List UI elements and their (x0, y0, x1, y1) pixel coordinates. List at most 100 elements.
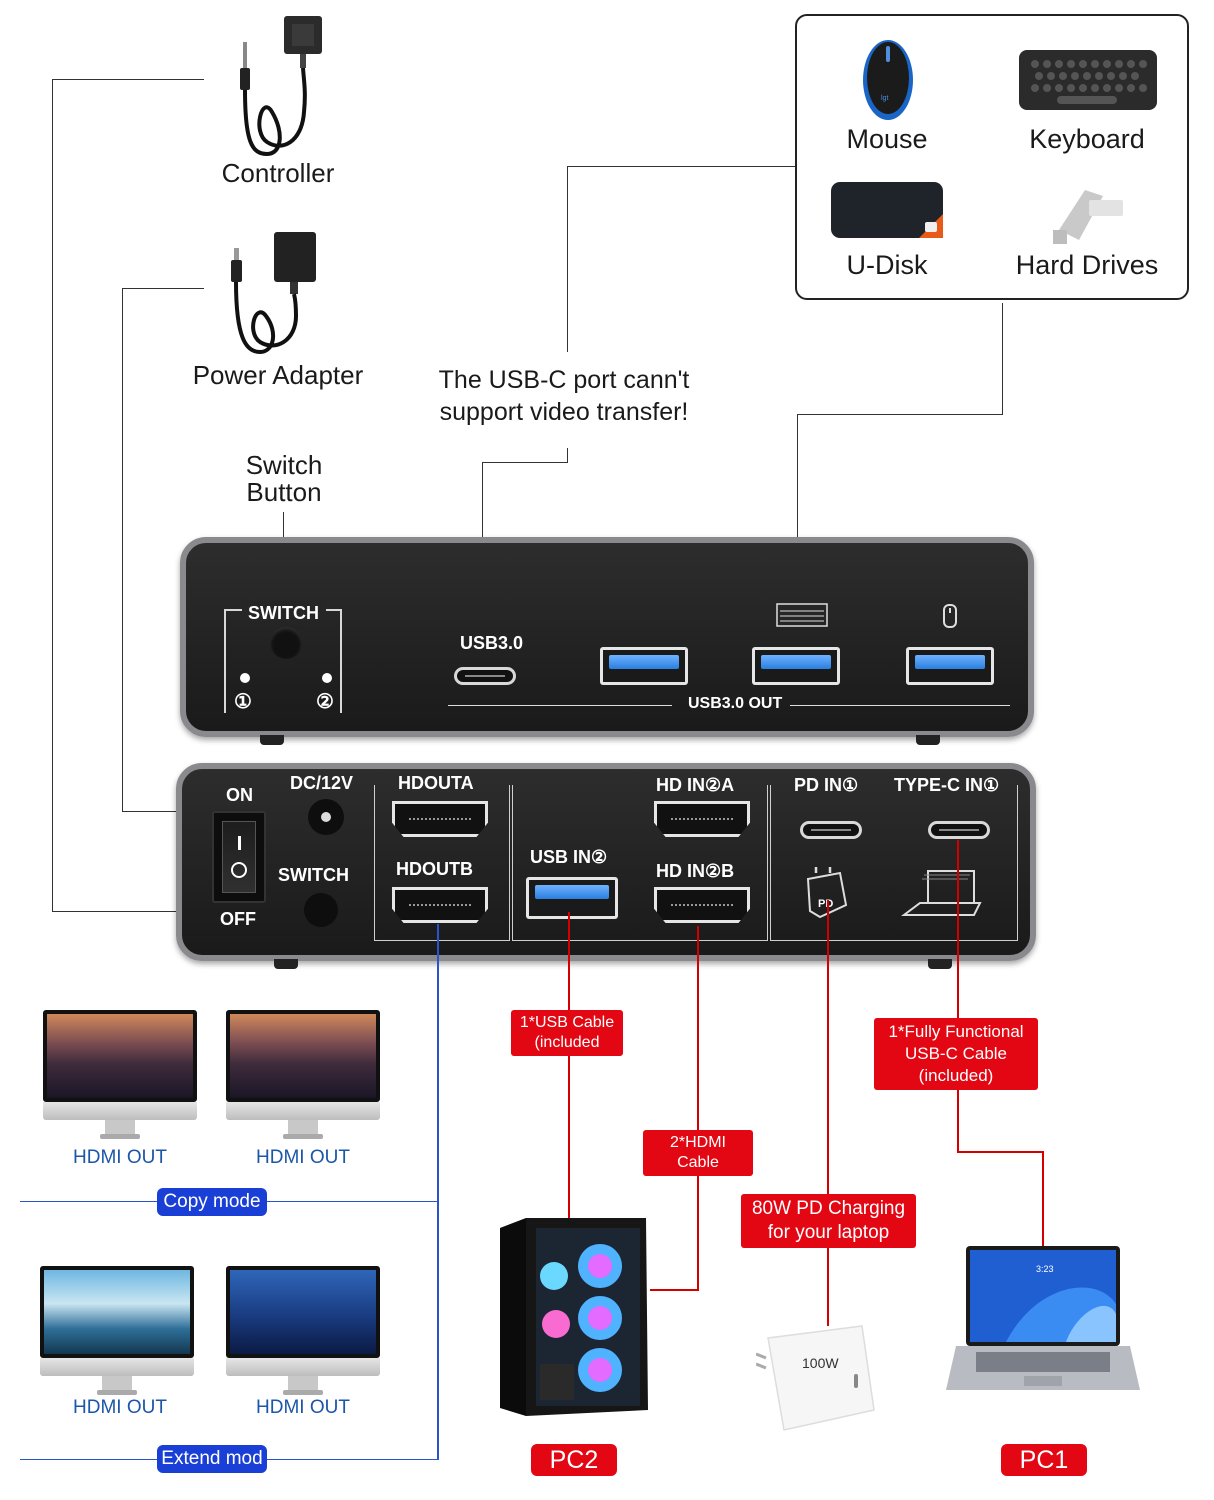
power-adapter-icon (231, 232, 316, 355)
typec-cable-line-vert (957, 840, 959, 1152)
hard-drives-label: Hard Drives (1015, 250, 1159, 280)
rear-foot-left (274, 959, 298, 969)
led-1 (240, 673, 250, 683)
hdout-group-box (374, 785, 510, 941)
peripherals-box: lgt Mouse Keyboard U-Disk Hard Drives (795, 14, 1189, 300)
typec-in1-port[interactable] (928, 821, 990, 839)
usbc-port-wire-h (482, 462, 568, 463)
hdmi-out-b-port[interactable] (392, 887, 488, 923)
typec-cable-tag-line3: (included) (918, 1066, 994, 1085)
laptop-time-text: 3:23 (1036, 1264, 1054, 1274)
usbc-note-line2: support video transfer! (439, 398, 689, 426)
power-wire-top (122, 288, 204, 289)
hd-in2a-label: HD IN②A (656, 775, 735, 795)
switch-button-label-line2: Button (246, 477, 322, 507)
pd-charging-tag-line1: 80W PD Charging (751, 1198, 906, 1219)
hdmi-cable-line-vert (697, 926, 699, 1290)
front-usbc-port[interactable] (454, 667, 516, 685)
keyboard-label: Keyboard (1029, 124, 1145, 154)
pc1-tag: PC1 (1001, 1444, 1087, 1476)
usb3-out-label: USB3.0 OUT (688, 695, 783, 712)
led-1-label: ① (234, 691, 252, 713)
udisk-icon (831, 182, 943, 238)
charger-watt-text: 100W (802, 1355, 839, 1371)
typec-cable-tag-line2: USB-C Cable (904, 1044, 1008, 1063)
peripheral-wire-vert (1002, 303, 1003, 415)
kvm-rear-panel: ON OFF DC/12V SWITCH HDOUTA HDOUTB USB I… (176, 763, 1036, 961)
mouse-icon: lgt (863, 40, 913, 120)
usb-cable-line (568, 912, 570, 1228)
udisk-label: U-Disk (846, 250, 928, 280)
input2-group-box (512, 785, 768, 941)
pd-charging-tag-line2: for your laptop (767, 1222, 890, 1243)
hdmi-out-line (437, 924, 439, 1460)
mouse-port-icon (943, 604, 957, 628)
kvm-front-panel: SWITCH ① ② USB3.0 USB3.0 OUT (180, 537, 1034, 737)
usb-cable-tag-line1: 1*USB Cable (519, 1014, 615, 1031)
usbc-note: The USB-C port cann't support video tran… (404, 364, 724, 428)
on-label: ON (226, 785, 253, 805)
hdmi-in2b-port[interactable] (654, 887, 750, 923)
monitor-extend-2 (226, 1266, 380, 1395)
pd-charger-icon: PD (806, 867, 848, 919)
usb-cable-tag: 1*USB Cable (included (511, 1010, 623, 1056)
peripheral-wire-down (797, 414, 798, 594)
keyboard-icon (1019, 50, 1157, 110)
front-foot-left (260, 735, 284, 745)
front-foot-right (916, 735, 940, 745)
pd-charging-tag: 80W PD Charging for your laptop (741, 1194, 916, 1248)
extend-mode-tag: Extend mod (157, 1445, 267, 1473)
hd-in2b-label: HD IN②B (656, 861, 735, 881)
hdouta-label: HDOUTA (398, 773, 474, 793)
dc-label: DC/12V (290, 773, 354, 793)
usb-a-port-3[interactable] (906, 647, 994, 685)
power-wire-vert (122, 288, 123, 812)
typec-cable-line-h (957, 1151, 1044, 1153)
monitor-copy-2 (226, 1010, 380, 1139)
pd-cable-line (827, 900, 829, 1326)
input1-group-box (770, 785, 1018, 941)
keyboard-port-icon (776, 603, 828, 627)
usb-in2-label: USB IN② (530, 847, 608, 867)
usbc-note-wire-vert (567, 166, 568, 352)
power-adapter-label: Power Adapter (192, 360, 364, 390)
typec-in1-label: TYPE-C IN① (894, 775, 1000, 795)
switch-label-bg (242, 601, 326, 621)
switch-button[interactable] (270, 627, 302, 659)
rocker-face (222, 821, 256, 893)
power-rocker-switch[interactable] (212, 811, 266, 903)
hdmi-out-label-3: HDMI OUT (73, 1397, 167, 1418)
usb-cable-tag-line2: (included (534, 1034, 600, 1051)
hdmi-out-a-port[interactable] (392, 801, 488, 837)
pc2-tag: PC2 (531, 1444, 617, 1476)
rear-foot-right (928, 959, 952, 969)
typec-cable-tag: 1*Fully Functional USB-C Cable (included… (874, 1018, 1038, 1090)
copy-mode-tag: Copy mode (157, 1188, 267, 1216)
svg-text:lgt: lgt (881, 95, 888, 102)
mouse-label: Mouse (846, 124, 928, 154)
usb3-label: USB3.0 (460, 633, 524, 653)
pd-charger-brick-icon: 100W (756, 1325, 875, 1431)
laptop-icon: 3:23 (946, 1246, 1140, 1390)
usb-a-port-2[interactable] (752, 647, 840, 685)
dc-power-jack[interactable] (308, 799, 344, 835)
usb-in2-port[interactable] (526, 877, 618, 919)
off-label: OFF (220, 909, 256, 929)
controller-wire-top (52, 79, 204, 80)
hdmi-in2a-port[interactable] (654, 801, 750, 837)
hdmi-cable-tag: 2*HDMI Cable (643, 1130, 753, 1176)
usbc-note-line1: The USB-C port cann't (438, 366, 690, 394)
front-switch-label: SWITCH (248, 603, 319, 623)
controller-label: Controller (221, 158, 335, 188)
controller-cable-icon (240, 16, 322, 157)
pd-in1-port[interactable] (800, 821, 862, 839)
hard-drive-icon (1053, 190, 1123, 244)
usb-a-port-1[interactable] (600, 647, 688, 685)
hdmi-out-label-1: HDMI OUT (73, 1147, 167, 1168)
led-2 (322, 673, 332, 683)
controller-port[interactable] (304, 893, 338, 927)
laptop-port-icon (901, 870, 982, 916)
pc-tower-icon (500, 1218, 648, 1416)
usb3-out-line-right (790, 705, 1010, 706)
hdmi-out-label-4: HDMI OUT (256, 1397, 350, 1418)
